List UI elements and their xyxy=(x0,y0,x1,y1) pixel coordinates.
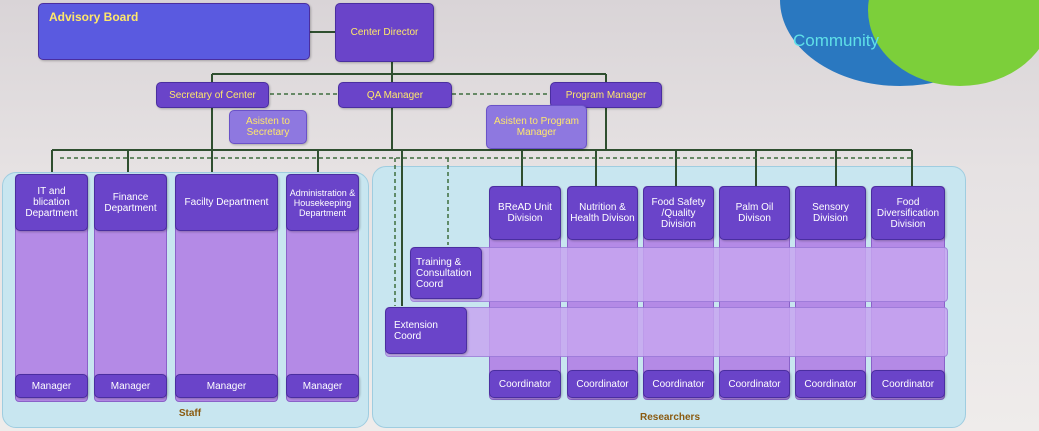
staff-label: Staff xyxy=(178,408,202,419)
manager-box: Manager xyxy=(286,374,359,398)
division-label: Sensory Division xyxy=(812,202,849,224)
asisten-secretary-label: Asisten to Secretary xyxy=(246,116,290,138)
secretary-label: Secretary of Center xyxy=(169,89,256,101)
division-food-safety: Food Safety /Quality Division xyxy=(643,186,714,240)
asisten-program-label: Asisten to Program Manager xyxy=(493,116,580,138)
asisten-secretary-box: Asisten to Secretary xyxy=(229,110,307,144)
department-finance: Finance Department xyxy=(94,174,167,231)
coordinator-box: Coordinator xyxy=(795,370,866,398)
manager-label: Manager xyxy=(31,380,72,392)
coordinator-label: Coordinator xyxy=(881,378,935,390)
department-label: Facilty Department xyxy=(184,197,269,208)
green-circle xyxy=(868,0,1039,86)
manager-box: Manager xyxy=(15,374,88,398)
program-manager-box: Program Manager xyxy=(550,82,662,108)
manager-box: Manager xyxy=(175,374,278,398)
qa-manager-label: QA Manager xyxy=(366,89,424,101)
training-band xyxy=(410,247,948,302)
community-label: Community xyxy=(793,31,879,50)
division-nutrition: Nutrition & Health Divison xyxy=(567,186,638,240)
department-label: Finance Department xyxy=(104,191,157,214)
coordinator-label: Coordinator xyxy=(576,378,629,390)
coordinator-box: Coordinator xyxy=(643,370,714,398)
extension-coord-box: Extension Coord xyxy=(385,307,467,354)
coordinator-box: Coordinator xyxy=(871,370,945,398)
qa-manager-box: QA Manager xyxy=(338,82,452,108)
department-facility: Facilty Department xyxy=(175,174,278,231)
center-director-box: Center Director xyxy=(335,3,434,62)
coordinator-label: Coordinator xyxy=(498,378,552,390)
department-label: IT and blication Department xyxy=(25,186,78,219)
coordinator-label: Coordinator xyxy=(804,378,857,390)
coordinator-box: Coordinator xyxy=(719,370,790,398)
training-coord-box: Training & Consultation Coord xyxy=(410,247,482,299)
extension-band xyxy=(385,307,948,357)
coordinator-box: Coordinator xyxy=(489,370,561,398)
center-director-label: Center Director xyxy=(350,27,419,38)
manager-box: Manager xyxy=(94,374,167,398)
division-label: BReAD Unit Division xyxy=(498,202,552,224)
secretary-box: Secretary of Center xyxy=(156,82,269,108)
manager-label: Manager xyxy=(302,380,343,392)
asisten-program-box: Asisten to Program Manager xyxy=(486,105,587,149)
coordinator-label: Coordinator xyxy=(652,378,705,390)
division-label: Palm Oil Divison xyxy=(735,202,774,224)
department-label: Administration & Housekeeping Department xyxy=(289,187,356,218)
department-it: IT and blication Department xyxy=(15,174,88,231)
division-bread: BReAD Unit Division xyxy=(489,186,561,240)
division-palm-oil: Palm Oil Divison xyxy=(719,186,790,240)
program-manager-label: Program Manager xyxy=(565,89,647,101)
department-administration: Administration & Housekeeping Department xyxy=(286,174,359,231)
coordinator-box: Coordinator xyxy=(567,370,638,398)
advisory-board-box: Advisory Board xyxy=(38,3,310,60)
training-coord-label: Training & Consultation Coord xyxy=(416,256,472,290)
division-label: Nutrition & Health Divison xyxy=(570,202,635,224)
advisory-board-label: Advisory Board xyxy=(49,10,139,24)
manager-label: Manager xyxy=(110,380,151,392)
division-label: Food Diversification Division xyxy=(876,196,940,230)
division-label: Food Safety /Quality Division xyxy=(651,196,706,230)
division-sensory: Sensory Division xyxy=(795,186,866,240)
coordinator-label: Coordinator xyxy=(728,378,781,390)
extension-coord-label: Extension Coord xyxy=(394,319,438,342)
division-food-diversification: Food Diversification Division xyxy=(871,186,945,240)
researchers-label: Researchers xyxy=(639,412,701,423)
manager-label: Manager xyxy=(206,380,247,392)
